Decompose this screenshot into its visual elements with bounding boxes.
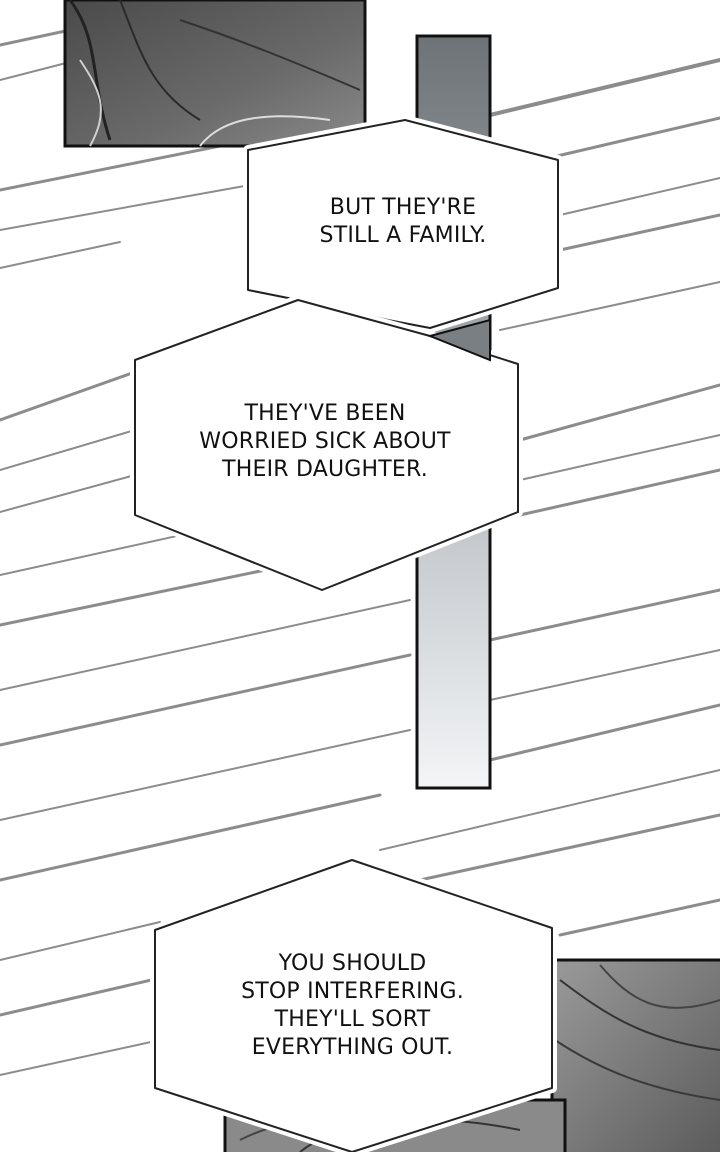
bubble-1-line-2: STILL A FAMILY. xyxy=(319,223,487,248)
bubble-3-line-3: THEY'LL SORT xyxy=(274,1007,431,1032)
speech-bubble-3-shape xyxy=(150,855,557,1152)
bubble-3-line-4: EVERYTHING OUT. xyxy=(251,1035,454,1060)
speech-bubble-1-shape xyxy=(243,115,563,333)
top-art-panel xyxy=(63,0,367,148)
bottom-art-panel xyxy=(550,958,720,1152)
bubble-3-line-1: YOU SHOULD xyxy=(278,951,427,976)
bubble-2-line-3: THEIR DAUGHTER. xyxy=(222,457,428,482)
speed-lines xyxy=(0,28,720,1076)
speech-bubble-1-text: BUT THEY'RE STILL A FAMILY. xyxy=(268,194,538,250)
speech-bubble-2-text: THEY'VE BEEN WORRIED SICK ABOUT THEIR DA… xyxy=(160,400,490,484)
speech-bubble-3-text: YOU SHOULD STOP INTERFERING. THEY'LL SOR… xyxy=(190,950,515,1062)
bubble-2-line-1: THEY'VE BEEN xyxy=(244,401,406,426)
speech-bubble-2-shape xyxy=(130,295,523,595)
bubble-3-line-2: STOP INTERFERING. xyxy=(241,979,464,1004)
bubble-1-line-1: BUT THEY'RE xyxy=(329,195,477,220)
bubble-2-line-2: WORRIED SICK ABOUT xyxy=(199,429,451,454)
